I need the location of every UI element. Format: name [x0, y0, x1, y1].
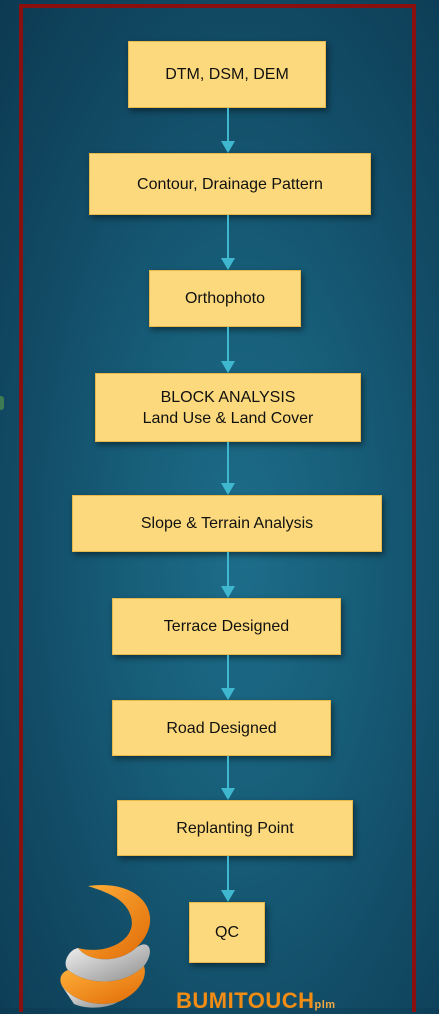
step-sublabel: Land Use & Land Cover — [142, 409, 314, 427]
bumitouch-logo-icon — [60, 884, 151, 1008]
step-qc: QC — [189, 902, 265, 963]
edge-mark — [0, 396, 4, 410]
step-label: BLOCK ANALYSIS — [160, 388, 296, 406]
flow-arrow — [221, 655, 235, 700]
step-label: Slope & Terrain Analysis — [140, 515, 314, 532]
step-label: QC — [215, 924, 239, 941]
step-orthophoto: Orthophoto — [149, 270, 301, 327]
flow-arrow — [221, 756, 235, 800]
step-label: DTM, DSM, DEM — [165, 66, 289, 83]
step-block-analysis: BLOCK ANALYSIS Land Use & Land Cover — [95, 373, 361, 442]
step-label: Contour, Drainage Pattern — [137, 175, 323, 193]
flow-arrow — [221, 108, 235, 153]
logo-suffix: plm — [314, 999, 336, 1011]
flow-arrow — [221, 442, 235, 495]
logo-name: BUMITOUCH — [176, 988, 315, 1013]
step-label: Road Designed — [166, 719, 277, 737]
step-contour-drainage: Contour, Drainage Pattern — [89, 153, 371, 215]
flow-arrow — [221, 552, 235, 598]
flow-arrow — [221, 856, 235, 902]
step-road-designed: Road Designed — [112, 700, 331, 756]
flow-arrow — [221, 327, 235, 373]
step-slope-terrain: Slope & Terrain Analysis — [72, 495, 382, 552]
step-terrace-designed: Terrace Designed — [112, 598, 341, 655]
flow-arrow — [221, 215, 235, 270]
step-label: Orthophoto — [184, 290, 266, 307]
logo-wordmark: BUMITOUCHplm — [176, 988, 336, 1014]
step-replanting-point: Replanting Point — [117, 800, 353, 856]
flowchart-frame — [19, 4, 416, 1012]
step-label: Terrace Designed — [163, 618, 290, 635]
step-dtm-dsm-dem: DTM, DSM, DEM — [128, 41, 326, 108]
step-label: Replanting Point — [176, 819, 294, 837]
